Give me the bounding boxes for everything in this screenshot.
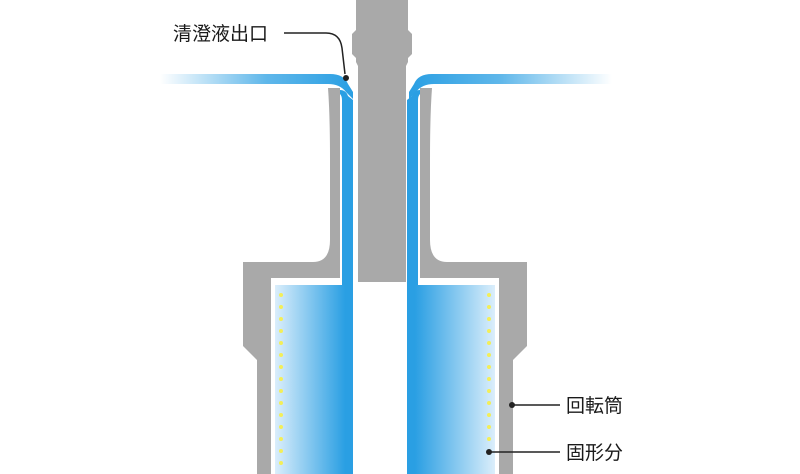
- central-shaft: [352, 0, 412, 282]
- solids-particle: [487, 329, 491, 333]
- solids-particle: [279, 437, 283, 441]
- bowl-outline-right: [418, 281, 499, 474]
- solids-particle: [279, 353, 283, 357]
- solids-particle: [487, 341, 491, 345]
- solids-particle: [487, 413, 491, 417]
- label-solids: 固形分: [566, 442, 623, 464]
- solids-particle: [487, 389, 491, 393]
- label-clarified-liquid-outlet: 清澄液出口: [173, 23, 268, 45]
- solids-particle: [487, 365, 491, 369]
- solids-particle: [279, 377, 283, 381]
- bowl-liquid-left: [275, 285, 345, 474]
- solids-particle: [279, 305, 283, 309]
- solids-particle: [279, 413, 283, 417]
- housing-left: [243, 88, 340, 474]
- solids-particle: [279, 317, 283, 321]
- solids-particle: [279, 389, 283, 393]
- solids-particle: [487, 353, 491, 357]
- solids-particle: [487, 317, 491, 321]
- outflow-stream-right: [409, 74, 612, 99]
- solids-particle: [279, 425, 283, 429]
- solids-particle: [487, 437, 491, 441]
- bowl-outline-left: [271, 281, 342, 474]
- solids-particle: [279, 329, 283, 333]
- bowl-liquid-right: [415, 285, 495, 474]
- outflow-stream-left: [160, 74, 353, 99]
- solids-particle: [279, 341, 283, 345]
- leader-line-outlet: [284, 32, 346, 75]
- housing-right: [420, 88, 527, 474]
- solids-particle: [279, 461, 283, 465]
- solids-particle: [279, 293, 283, 297]
- solids-particle: [279, 401, 283, 405]
- solids-particle: [487, 425, 491, 429]
- solids-particle: [487, 377, 491, 381]
- solids-particle: [487, 305, 491, 309]
- label-rotating-drum: 回転筒: [566, 395, 623, 417]
- solids-particle: [279, 449, 283, 453]
- leader-dot-outlet: [343, 75, 349, 81]
- solids-particle: [487, 293, 491, 297]
- solids-particles-left: [279, 293, 283, 465]
- solids-particle: [279, 365, 283, 369]
- solids-particles-right: [487, 293, 491, 441]
- solids-particle: [487, 401, 491, 405]
